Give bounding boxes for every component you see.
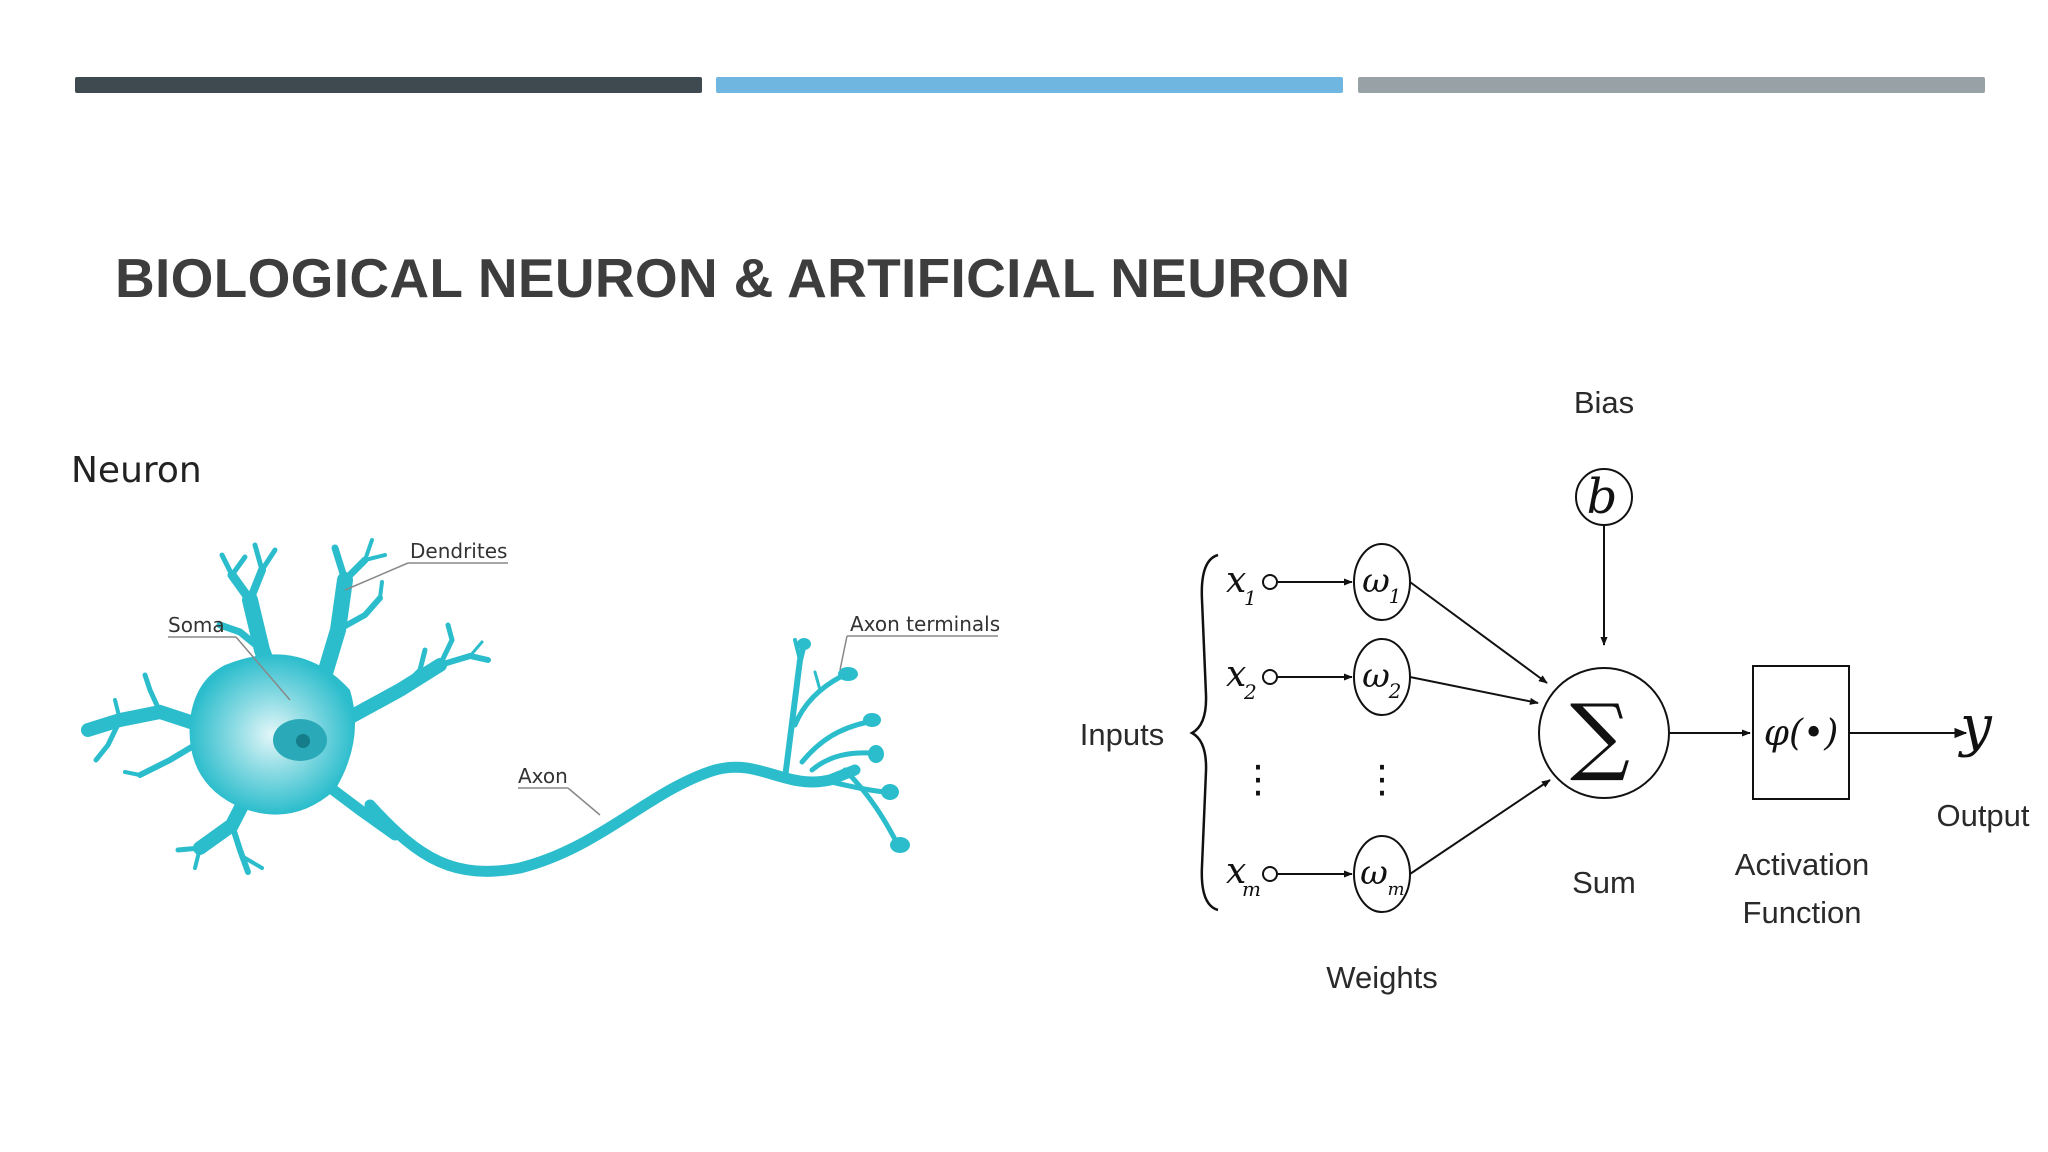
inputs-brace: [1189, 553, 1219, 912]
weight-arrow-1: [1409, 581, 1548, 684]
axon-terminals: [782, 638, 901, 848]
accent-bar-gray: [1358, 77, 1985, 93]
label-sum: Sum: [1572, 865, 1636, 900]
input-x1: x 1: [1226, 560, 1257, 610]
bio-leader-lines: [168, 562, 998, 816]
label-axon: Axon: [518, 764, 568, 788]
input-port-m: [1262, 866, 1278, 882]
input-x1-subscript: 1: [1244, 586, 1257, 610]
weight-m-symbol: ω: [1360, 853, 1388, 893]
input-x2-subscript: 2: [1243, 680, 1257, 704]
weight-1-subscript: 1: [1389, 584, 1402, 608]
weight-node-1: ω 1: [1353, 543, 1411, 621]
label-axon-terminals: Axon terminals: [850, 612, 1000, 636]
nucleolus: [296, 734, 310, 748]
sum-symbol: ∑: [1570, 686, 1630, 784]
artificial-neuron: Bias b Inputs x 1 x 2 x m ⋮ ω 1: [1080, 385, 2030, 995]
label-activation-line2: Function: [1743, 895, 1862, 930]
label-soma: Soma: [168, 613, 225, 637]
input-port-2: [1262, 669, 1278, 685]
output-symbol: y: [1957, 694, 1993, 759]
weight-arrow-2: [1409, 676, 1539, 705]
axon-terminal-buttons: [797, 638, 910, 853]
neuron-heading: Neuron: [71, 450, 202, 491]
inputs-ellipsis: ⋮: [1239, 757, 1277, 801]
input-port-1: [1262, 574, 1278, 590]
input-xm-subscript: m: [1242, 877, 1261, 901]
accent-bar-dark: [75, 77, 702, 93]
weight-m-subscript: m: [1387, 879, 1404, 900]
weight-node-m: ω m: [1353, 835, 1411, 913]
axon: [364, 761, 861, 877]
biological-neuron: Dendrites Soma Axon terminals Axon: [81, 538, 1000, 877]
input-x2: x 2: [1226, 654, 1257, 704]
weight-2-subscript: 2: [1388, 679, 1402, 703]
weight-node-2: ω 2: [1353, 638, 1411, 716]
label-inputs: Inputs: [1080, 717, 1164, 752]
accent-bar-blue: [716, 77, 1343, 93]
soma: [189, 654, 355, 815]
input-x2-symbol: x: [1226, 654, 1246, 695]
activation-symbol: φ(•): [1764, 713, 1839, 754]
input-xm: x m: [1226, 851, 1261, 901]
activation-box: [1752, 665, 1850, 800]
weight-arrow-m: [1409, 779, 1551, 875]
label-output: Output: [1936, 798, 2029, 833]
label-activation-line1: Activation: [1735, 847, 1869, 882]
label-dendrites: Dendrites: [410, 539, 507, 563]
input-xm-symbol: x: [1226, 851, 1246, 892]
weights-ellipsis: ⋮: [1363, 757, 1401, 801]
weight-2-symbol: ω: [1362, 656, 1390, 696]
slide-title: BIOLOGICAL NEURON & ARTIFICIAL NEURON: [115, 247, 1351, 309]
bias-symbol: b: [1587, 469, 1618, 525]
label-bias: Bias: [1574, 385, 1634, 420]
weight-1-symbol: ω: [1362, 561, 1390, 601]
label-weights: Weights: [1326, 960, 1437, 995]
input-x1-symbol: x: [1226, 560, 1246, 601]
